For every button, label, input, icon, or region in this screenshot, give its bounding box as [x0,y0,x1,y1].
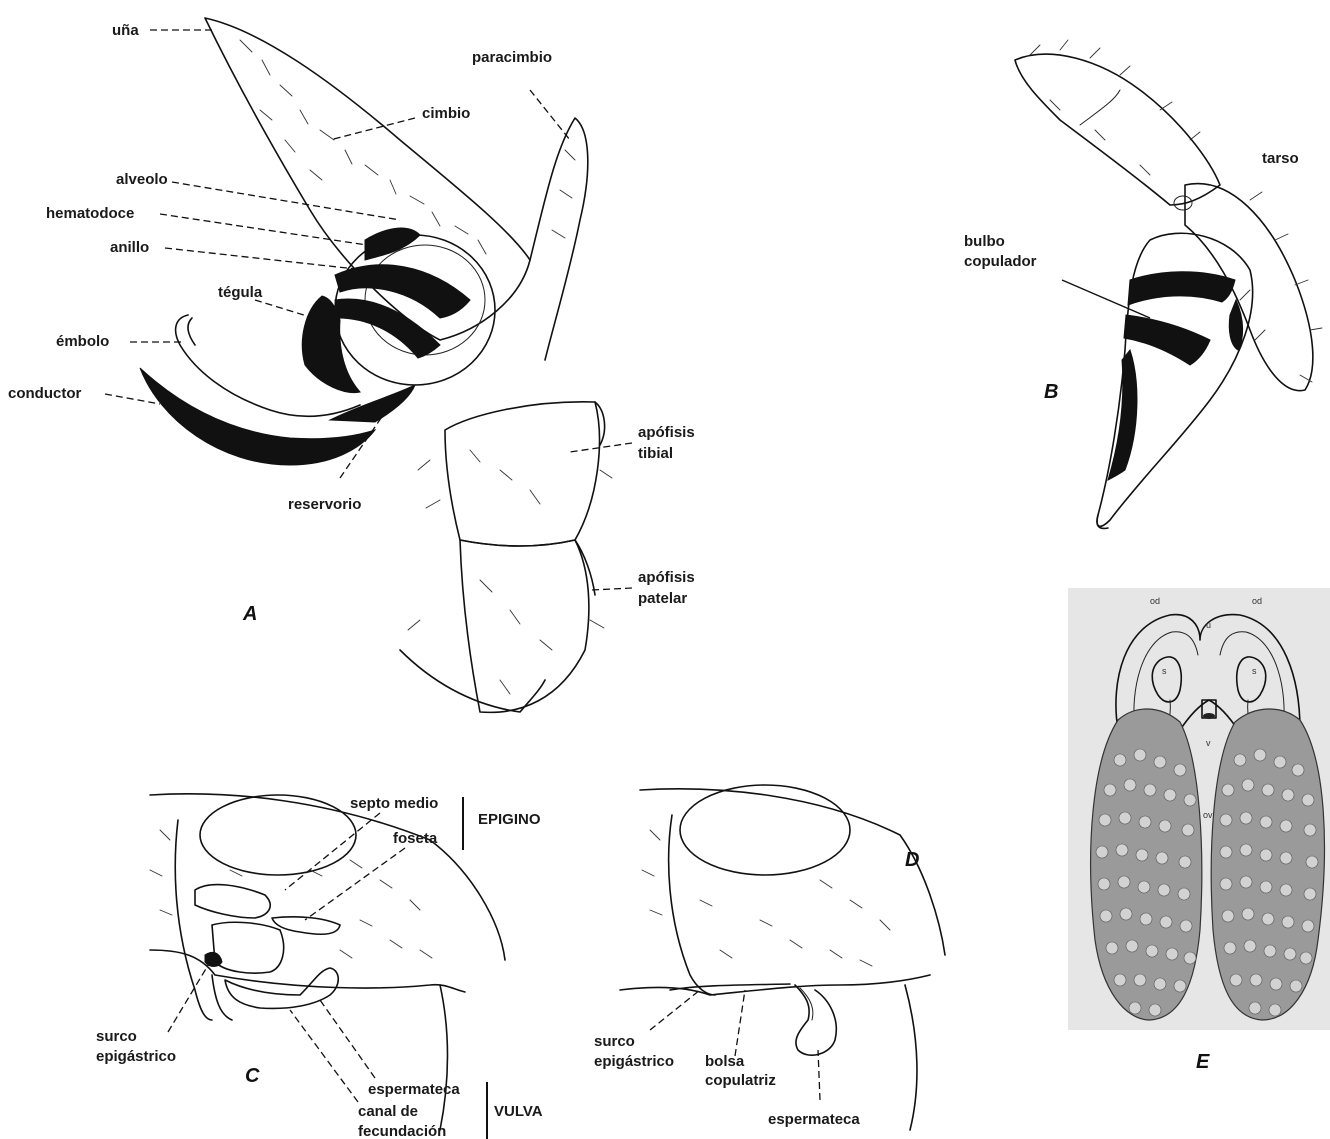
panel-e: od od u s s v ov E [1068,588,1330,1073]
label-reservorio: reservorio [288,496,361,513]
label-canal-line2: fecundación [358,1123,446,1139]
label-d-surco-line1: surco [594,1033,635,1050]
label-anillo: anillo [110,239,149,256]
label-alveolo: alveolo [116,171,168,188]
label-septo-medio: septo medio [350,795,438,812]
panel-c-letter: C [245,1065,260,1087]
label-e-ov: ov [1203,810,1213,820]
label-bolsa-line1: bolsa [705,1053,745,1070]
panel-a-hairs [240,40,612,694]
panel-c-drawing [150,794,505,1130]
label-e-u: u [1206,620,1211,630]
label-paracimbio: paracimbio [472,49,552,66]
label-e-od-left: od [1150,596,1160,606]
label-e-v: v [1206,738,1211,748]
panel-d-letter: D [905,849,919,871]
label-tarso: tarso [1262,150,1299,167]
label-apofisis-tibial-line1: apófisis [638,424,695,441]
label-canal-line1: canal de [358,1103,418,1120]
panel-a: uña cimbio paracimbio alveolo hematodoce… [8,18,695,712]
panel-d-drawing [620,785,945,1130]
label-surco-line1: surco [96,1028,137,1045]
label-vulva: VULVA [494,1103,543,1120]
label-e-s-right: s [1252,666,1257,676]
panel-d: surco epigástrico bolsa copulatriz esper… [594,785,945,1130]
label-bulbo-line2: copulador [964,253,1037,270]
label-hematodoce: hematodoce [46,205,134,222]
label-apofisis-tibial-line2: tibial [638,445,673,462]
label-apofisis-patelar-line1: apófisis [638,569,695,586]
panel-e-letter: E [1196,1051,1210,1073]
label-embolo: émbolo [56,333,109,350]
label-foseta: foseta [393,830,438,847]
label-bulbo-line1: bulbo [964,233,1005,250]
panel-a-letter: A [242,603,257,625]
label-d-espermateca: espermateca [768,1111,860,1128]
panel-c: septo medio foseta EPIGINO surco epigást… [96,794,543,1139]
label-conductor: conductor [8,385,81,402]
label-tegula: tégula [218,284,263,301]
label-una: uña [112,22,139,39]
label-surco-line2: epigástrico [96,1048,176,1065]
label-cimbio: cimbio [422,105,470,122]
panel-b: tarso bulbo copulador B [964,40,1322,528]
label-d-surco-line2: epigástrico [594,1053,674,1070]
panel-c-leaders [168,813,405,1102]
panel-c-hairs [150,830,432,958]
label-epigino: EPIGINO [478,811,541,828]
panel-b-letter: B [1044,381,1058,403]
label-e-s-left: s [1162,666,1167,676]
label-e-od-right: od [1252,596,1262,606]
label-apofisis-patelar-line2: patelar [638,590,687,607]
panel-d-hairs [642,830,890,966]
panel-b-drawing [1015,40,1322,528]
label-espermateca: espermateca [368,1081,460,1098]
panel-a-pedipalp-drawing [140,18,612,712]
label-bolsa-line2: copulatriz [705,1072,776,1089]
